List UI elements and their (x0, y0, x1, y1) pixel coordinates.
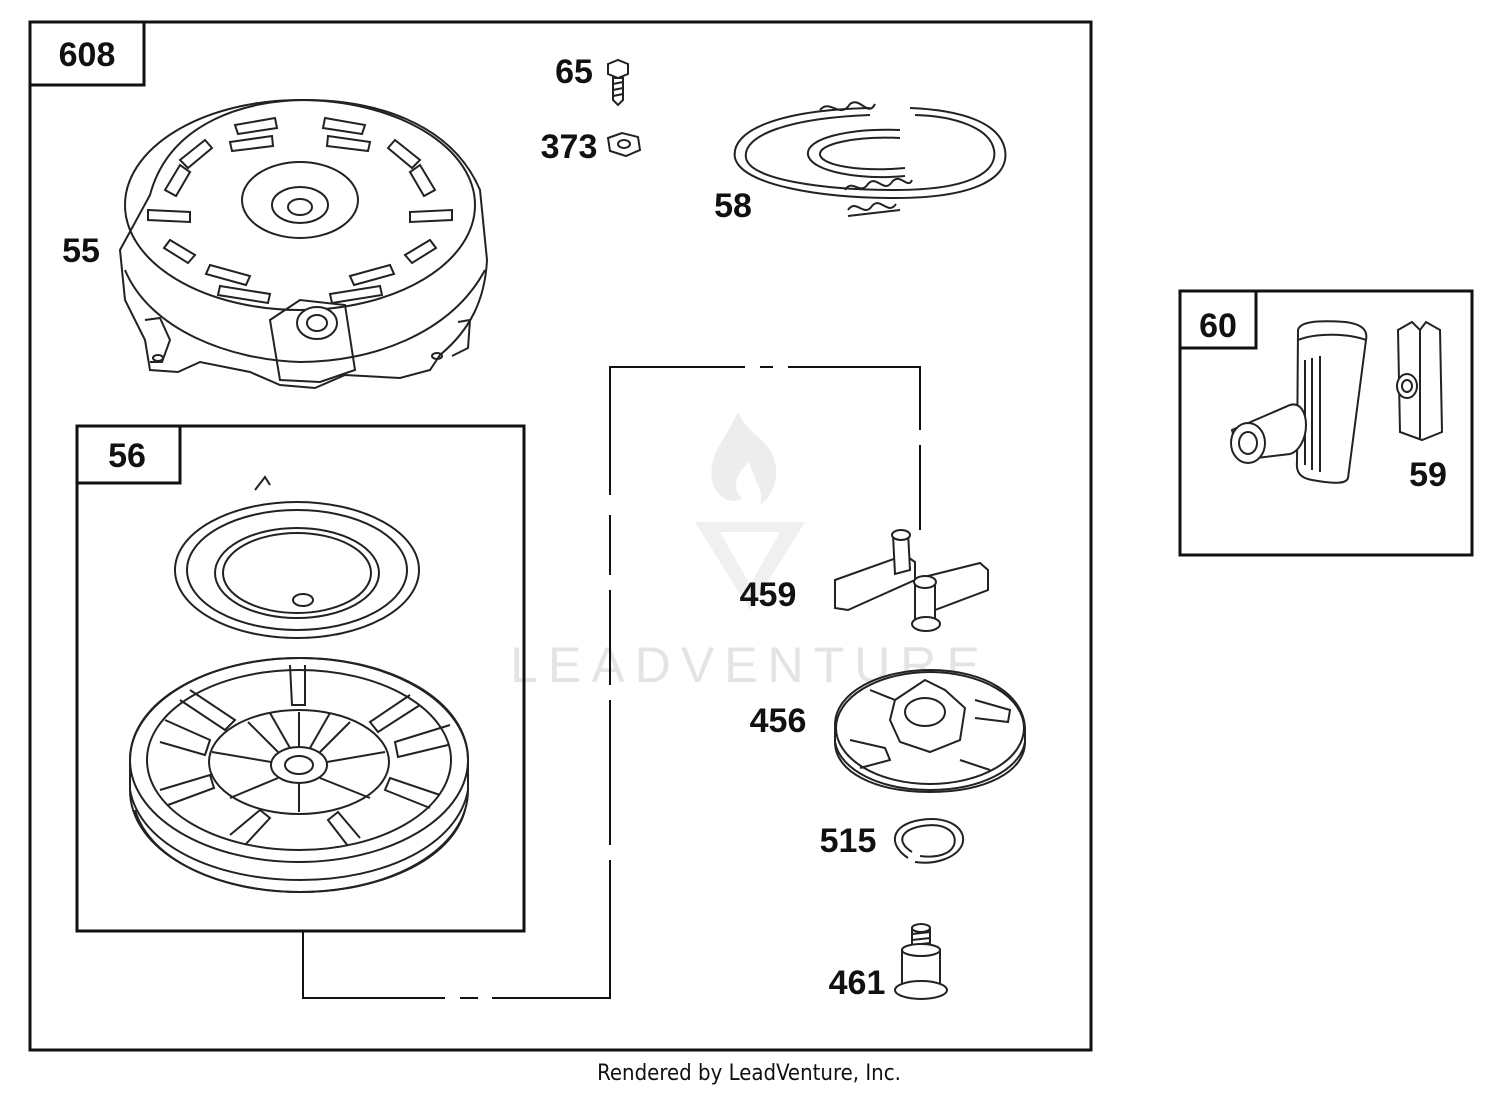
handle-insert-part-59[interactable] (1396, 320, 1444, 442)
watermark-logo-icon (695, 412, 805, 610)
recoil-spring-icon (174, 475, 420, 639)
starter-rope-part-58[interactable] (733, 101, 1007, 217)
assembly-box-60 (1178, 289, 1474, 557)
part-label-515[interactable]: 515 (820, 822, 877, 860)
part-label-58[interactable]: 58 (714, 187, 752, 225)
shoulder-screw-part-461[interactable] (894, 923, 948, 1000)
assembly-tag-608 (28, 20, 146, 87)
assembly-label-56[interactable]: 56 (108, 437, 146, 475)
screw-part-65[interactable] (607, 58, 629, 107)
part-label-373[interactable]: 373 (541, 128, 598, 166)
assembly-label-60[interactable]: 60 (1199, 307, 1237, 345)
retaining-ring-part-515[interactable] (893, 818, 965, 864)
pawl-part-459[interactable] (834, 529, 989, 632)
nut-part-373[interactable] (606, 131, 642, 158)
assembly-connector-lines (302, 366, 921, 999)
assembly-label-608[interactable]: 608 (59, 36, 116, 74)
pulley-icon (129, 656, 469, 894)
part-label-59[interactable]: 59 (1409, 456, 1447, 494)
part-label-65[interactable]: 65 (555, 53, 593, 91)
assembly-box-56 (75, 424, 526, 933)
assembly-tag-60 (1178, 289, 1258, 350)
part-label-456[interactable]: 456 (750, 702, 807, 740)
part-label-55[interactable]: 55 (62, 232, 100, 270)
footer-credit: Rendered by LeadVenture, Inc. (597, 1061, 901, 1086)
starter-housing-part-55[interactable] (118, 98, 489, 390)
starter-handle-icon (1230, 320, 1368, 484)
assembly-tag-56 (75, 424, 182, 485)
part-label-461[interactable]: 461 (829, 964, 886, 1002)
retainer-part-456[interactable] (834, 668, 1026, 794)
part-label-459[interactable]: 459 (740, 576, 797, 614)
assembly-box-608 (28, 20, 1093, 1052)
